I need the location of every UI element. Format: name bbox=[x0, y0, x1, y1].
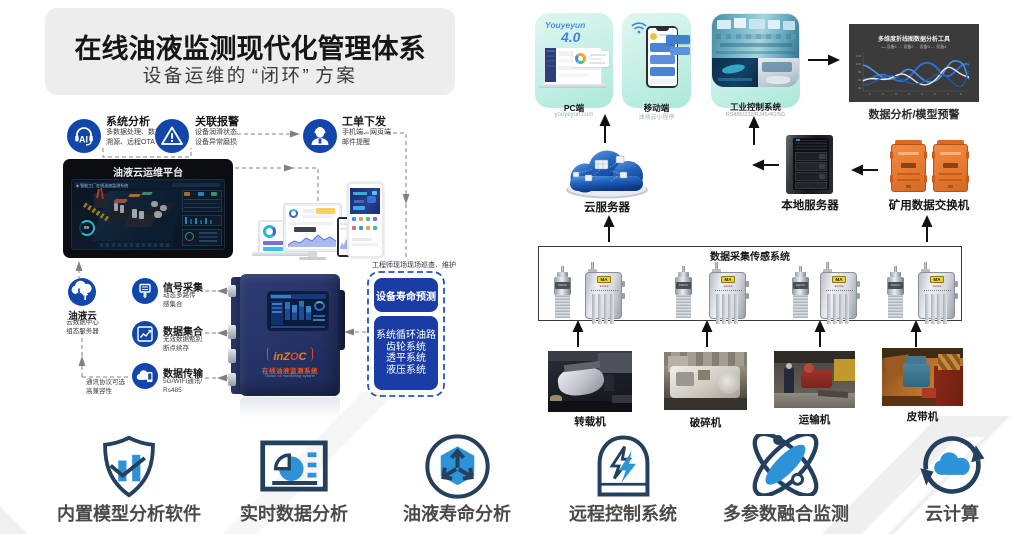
svg-text:1: 1 bbox=[869, 92, 871, 96]
svg-text:40: 40 bbox=[858, 86, 862, 90]
svg-text:3: 3 bbox=[895, 92, 897, 96]
svg-text:6: 6 bbox=[934, 92, 936, 96]
svg-text:100: 100 bbox=[856, 62, 861, 66]
svg-text:4: 4 bbox=[908, 92, 910, 96]
svg-text:2: 2 bbox=[882, 92, 884, 96]
svg-text:5: 5 bbox=[921, 92, 923, 96]
svg-text:8: 8 bbox=[960, 92, 962, 96]
svg-text:7: 7 bbox=[947, 92, 949, 96]
svg-text:80: 80 bbox=[858, 70, 862, 74]
svg-text:60: 60 bbox=[858, 78, 862, 82]
svg-text:120: 120 bbox=[856, 54, 861, 58]
svg-text:AI: AI bbox=[79, 135, 88, 145]
